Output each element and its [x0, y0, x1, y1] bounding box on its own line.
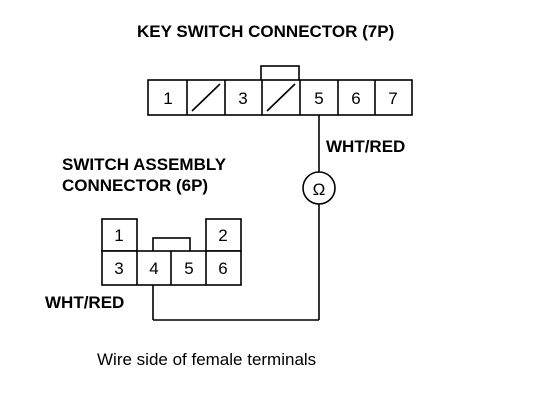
key-switch-pin-6: 6: [351, 89, 360, 108]
switch-assembly-cavity-2: [205, 218, 242, 252]
key-switch-connector: 1 3 5 6 7: [147, 65, 413, 116]
key-switch-pin-1: 1: [163, 89, 172, 108]
switch-assembly-pin-5: 5: [184, 259, 193, 278]
key-switch-blank-cavity-4: [266, 83, 296, 112]
key-switch-blank-cavity-2: [191, 83, 221, 112]
switch-assembly-pin-2: 2: [218, 226, 227, 245]
wire-label-upper: WHT/RED: [326, 137, 405, 156]
key-switch-connector-title: KEY SWITCH CONNECTOR (7P): [137, 22, 394, 41]
switch-assembly-pin-4: 4: [149, 259, 158, 278]
wire-label-lower: WHT/RED: [45, 293, 124, 312]
ohmmeter-icon: Ω: [302, 171, 336, 205]
switch-assembly-cavity-1: [101, 218, 138, 252]
switch-assembly-connector-latch: [152, 237, 191, 253]
switch-assembly-pin-3: 3: [114, 259, 123, 278]
switch-assembly-connector: 1 2 3 4 5 6: [101, 218, 242, 286]
key-switch-pin-3: 3: [238, 89, 247, 108]
ohm-symbol: Ω: [313, 180, 326, 199]
key-switch-pin-7: 7: [388, 89, 397, 108]
diagram-caption: Wire side of female terminals: [97, 350, 316, 369]
switch-assembly-title-line2: CONNECTOR (6P): [62, 176, 208, 195]
switch-assembly-pin-1: 1: [114, 226, 123, 245]
switch-assembly-title-line1: SWITCH ASSEMBLY: [62, 155, 227, 174]
key-switch-pin-5: 5: [314, 89, 323, 108]
switch-assembly-pin-6: 6: [218, 259, 227, 278]
